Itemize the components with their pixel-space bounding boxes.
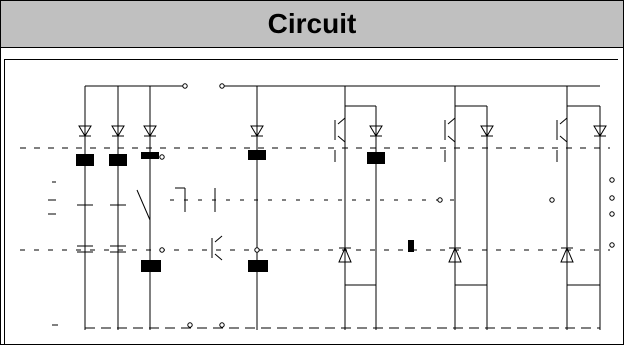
diode-group <box>78 125 607 263</box>
igbt-symbol <box>444 150 456 162</box>
capacitor-symbol <box>77 245 93 253</box>
resistor-block <box>248 150 266 160</box>
diode-symbol <box>338 246 352 263</box>
wires <box>20 85 610 330</box>
terminal-circle <box>159 154 165 160</box>
terminal-circle <box>254 247 260 253</box>
resistor-block <box>408 240 414 252</box>
terminal-group <box>159 83 615 328</box>
terminal-circle <box>609 242 615 248</box>
igbt-symbol <box>556 150 568 162</box>
capacitor-group <box>77 204 126 253</box>
diode-symbol <box>560 246 574 263</box>
left-marks <box>48 181 58 326</box>
igbt-symbol <box>211 235 223 261</box>
resistor-block <box>76 154 94 166</box>
diode-symbol <box>480 125 494 137</box>
igbt-symbol <box>556 117 568 143</box>
resistor-block <box>248 260 268 272</box>
terminal-circle <box>182 83 188 89</box>
panel-title: Circuit <box>267 8 357 39</box>
diode-symbol <box>111 125 125 137</box>
terminal-circle <box>549 197 555 203</box>
panel-header: Circuit <box>1 1 623 48</box>
diode-symbol <box>78 125 92 137</box>
igbt-symbol <box>334 150 346 162</box>
diode-symbol <box>448 246 462 263</box>
igbt-symbol <box>444 117 456 143</box>
terminal-circle <box>609 195 615 201</box>
resistor-block <box>367 152 385 164</box>
diode-symbol <box>593 125 607 137</box>
capacitor-symbol <box>110 245 126 253</box>
terminal-circle <box>187 322 193 328</box>
resistor-group <box>76 150 414 272</box>
resistor-block <box>109 154 127 166</box>
diode-symbol <box>369 125 383 137</box>
igbt-group <box>211 117 568 261</box>
igbt-symbol <box>334 117 346 143</box>
terminal-circle <box>219 83 225 89</box>
terminal-circle <box>609 211 615 217</box>
diagram-area <box>4 59 618 344</box>
resistor-block <box>141 260 161 272</box>
diode-symbol <box>250 125 264 137</box>
terminal-circle <box>437 197 443 203</box>
terminal-circle <box>159 247 165 253</box>
resistor-block <box>141 152 159 159</box>
diode-symbol <box>143 125 157 137</box>
terminal-circle <box>609 177 615 183</box>
terminal-circle <box>219 322 225 328</box>
